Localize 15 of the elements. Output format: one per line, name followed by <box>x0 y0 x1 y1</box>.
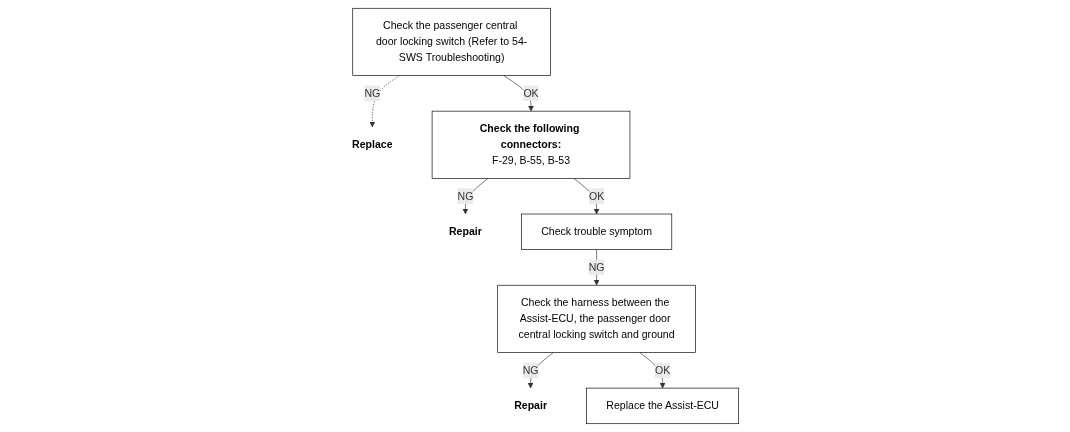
edge-label: NG <box>457 190 473 202</box>
edge-label: NG <box>522 364 538 376</box>
node-box: Check the harness between the Assist-ECU, the passenger door central locking switch and ground <box>496 284 696 353</box>
edge-label: OK <box>588 190 604 202</box>
node-text: Repair <box>513 399 547 412</box>
node-text: Replace <box>351 138 393 151</box>
edge-label: NG <box>363 87 380 99</box>
node-box: Replace the Assist-ECU <box>585 387 739 425</box>
edge-label: OK <box>654 364 670 376</box>
node-box: Check the passenger central door locking switch (Refer to 54-SWS Troubleshooting) <box>351 7 551 76</box>
node-text: Repair <box>448 225 482 238</box>
node-box: Check the following connectors: F-29, B-55, B-53 <box>431 110 630 179</box>
node-box: Check trouble symptom <box>520 213 672 250</box>
edge-label: OK <box>522 87 539 99</box>
edge-label: NG <box>588 261 605 273</box>
